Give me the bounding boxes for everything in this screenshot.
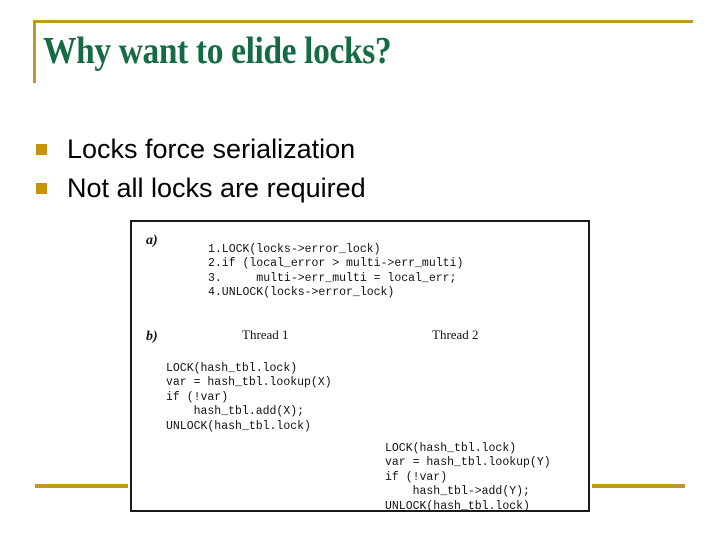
thread-2-heading: Thread 2 [432,327,479,342]
panel-a-code: 1.LOCK(locks->error_lock) 2.if (local_er… [208,242,464,300]
list-item-label: Locks force serialization [67,134,356,164]
bullet-list: Locks force serialization Not all locks … [36,132,636,210]
page-title: Why want to elide locks? [43,30,392,72]
code-figure: a) 1.LOCK(locks->error_lock) 2.if (local… [130,220,590,512]
bottom-rule-right-icon [592,484,685,488]
list-item-label: Not all locks are required [67,173,366,203]
bottom-rule-left-icon [35,484,128,488]
title-rule-top-icon [33,20,693,23]
panel-b-label: b) [146,329,158,344]
list-item: Locks force serialization [36,132,636,166]
thread-2-code: LOCK(hash_tbl.lock) var = hash_tbl.looku… [385,441,551,512]
panel-a-label: a) [146,233,158,248]
thread-1-heading: Thread 1 [242,327,289,342]
list-item: Not all locks are required [36,171,636,205]
square-bullet-icon [36,183,47,194]
thread-1-code: LOCK(hash_tbl.lock) var = hash_tbl.looku… [166,361,332,433]
square-bullet-icon [36,144,47,155]
title-rule-left-icon [33,20,36,83]
